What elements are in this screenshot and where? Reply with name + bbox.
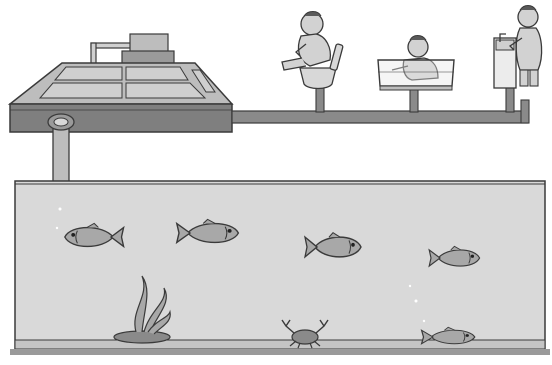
bath-scene <box>377 35 455 91</box>
sewer-pipe <box>231 85 530 124</box>
plant-tanks <box>38 66 216 99</box>
plant-control-house <box>90 33 175 66</box>
sink <box>493 33 517 89</box>
aquarium <box>10 180 550 355</box>
person-in-bathtub <box>391 35 439 81</box>
outflow-pipe <box>47 113 75 183</box>
sink-scene <box>493 5 543 89</box>
toilet <box>299 43 344 90</box>
crab <box>281 319 329 349</box>
plant-front-face <box>9 103 233 133</box>
person-on-toilet <box>281 11 332 71</box>
seaweed <box>113 275 171 344</box>
toilet-scene <box>281 11 344 90</box>
bubbles <box>55 207 426 323</box>
treatment-plant <box>7 33 234 133</box>
bathtub <box>377 59 455 91</box>
person-at-sink <box>508 5 543 87</box>
